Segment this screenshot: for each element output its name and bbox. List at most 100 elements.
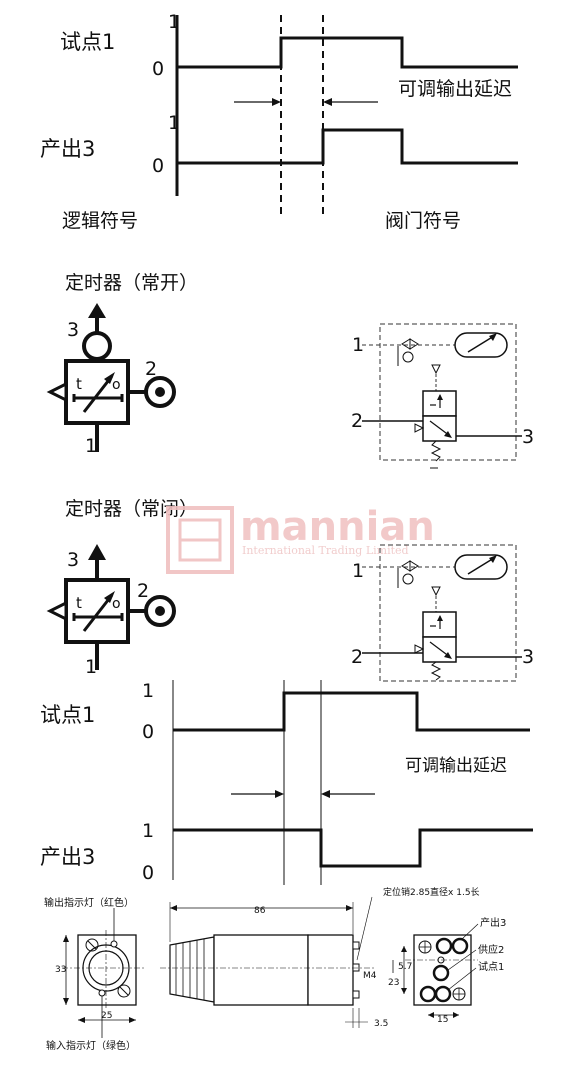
timer-no-valve-exhaust-port	[414, 423, 425, 433]
timer-no-valve-port-3: 3	[522, 426, 534, 448]
end-view-screw-top	[85, 938, 99, 952]
timer-no-valve-check-ball	[402, 351, 414, 363]
timer-nc-valve-reservoir	[454, 554, 508, 580]
port-out-3-icon	[435, 937, 453, 955]
timer-nc-valve-throttle-right	[409, 560, 419, 572]
timer-no-valve-reservoir-arrow	[467, 335, 495, 353]
timer-no-valve-port-1: 1	[352, 334, 364, 356]
timer-no-port-1-label: 1	[85, 435, 97, 457]
dim-width-arrow-left	[78, 1017, 85, 1023]
timer-nc-t-letter: t	[76, 594, 82, 612]
locating-pin-leader	[356, 896, 373, 961]
top-delay-arrowhead-right	[323, 98, 332, 106]
timer-no-valve-throttle-left	[401, 338, 411, 350]
dim-width-value: 25	[101, 1011, 112, 1021]
bottom-delay-arrowhead-left	[275, 790, 284, 798]
watermark-subtitle: International Trading Limited	[242, 544, 409, 557]
dim-port-spacing-value: 5.7	[398, 962, 412, 972]
timer-nc-valve-port-1: 1	[352, 560, 364, 582]
timer-nc-valve-port-2: 2	[351, 646, 363, 668]
bottom-input-waveform	[173, 691, 530, 732]
timer-no-valve-throttle-right	[409, 338, 419, 350]
dim-length-value: 86	[254, 906, 266, 916]
bottom-output-low-level: 0	[142, 862, 154, 884]
timer-no-adjust-arrow-icon	[82, 375, 114, 413]
dim-length-arrow-right	[346, 905, 353, 911]
top-input-waveform	[177, 36, 518, 69]
timer-no-valve-reservoir-arrowhead	[489, 333, 497, 341]
bottom-delay-arrowhead-right	[321, 790, 330, 798]
valve-symbol-label: 阀门符号	[385, 210, 461, 232]
timer-no-output-arrow-icon	[88, 303, 106, 318]
port-out-3-leader	[461, 923, 479, 940]
timer-no-valve-cell-bottom-arrow	[444, 431, 452, 438]
bottom-timing-diagram: 试点1 1 0 产出3 1 0 可调输出延迟	[40, 680, 533, 885]
watermark-logo-icon	[166, 506, 234, 574]
top-delay-label: 可调输出延迟	[398, 78, 512, 100]
dim-width-arrow-right	[129, 1017, 136, 1023]
timer-nc-valve-throttle-left	[401, 560, 411, 572]
timer-normally-open-section: 定时器（常开） t o 3 2 1 1	[46, 272, 534, 469]
output-led-icon	[110, 940, 118, 948]
timer-nc-valve-check-ball	[402, 573, 414, 585]
bottom-input-high-level: 1	[142, 680, 154, 702]
timer-no-title: 定时器（常开）	[65, 272, 198, 294]
timer-nc-adjust-arrow-icon	[82, 594, 114, 632]
top-input-label: 试点1	[60, 30, 115, 54]
timer-no-t-letter: t	[76, 375, 82, 393]
watermark-name: mannian	[240, 504, 435, 550]
input-led-icon	[98, 989, 106, 997]
dimension-drawing: 输出指示灯（红色） 输入指示灯（绿色） 定位销2.85直径x 1.5长 33	[44, 886, 506, 1052]
timer-no-pilot-triangle-icon	[46, 381, 68, 403]
dim-height-value: 33	[55, 965, 66, 975]
bottom-output-high-level: 1	[142, 820, 154, 842]
port-supply-2-icon	[432, 964, 450, 982]
bottom-delay-label: 可调输出延迟	[405, 756, 507, 776]
dim-port-height-arrow-bottom	[401, 988, 407, 994]
timer-normally-closed-section: 定时器（常闭） mannian International Trading Li…	[46, 498, 534, 682]
bottom-input-label: 试点1	[40, 703, 95, 727]
dim-height-arrow-bottom	[63, 998, 69, 1005]
timer-nc-valve-symbol: 1 2 3	[351, 544, 534, 682]
end-view-screw-top-slot	[87, 940, 97, 950]
timer-no-valve-outline	[379, 323, 517, 461]
end-view-screw-bottom-slot	[119, 986, 129, 996]
timer-nc-valve-spring-icon	[430, 661, 442, 681]
top-output-waveform	[177, 128, 518, 165]
timer-nc-title: 定时器（常闭）	[65, 498, 198, 520]
side-view-base	[307, 934, 354, 1006]
timer-no-valve-symbol: 1 2 3	[351, 323, 534, 469]
port-supply-2-label: 供应2	[478, 943, 504, 956]
timer-nc-valve-port-3: 3	[522, 646, 534, 668]
port-pilot-1-leader	[447, 967, 477, 991]
port-out-3-secondary-icon	[451, 937, 469, 955]
timer-nc-logic-symbol: t o 3 2 1	[46, 544, 176, 678]
timer-no-adjust-arrowhead	[104, 372, 115, 384]
dim-port-height-value: 23	[388, 978, 399, 988]
bottom-output-waveform	[173, 828, 533, 868]
timer-nc-port-2-label: 2	[137, 580, 149, 602]
timer-nc-valve-reservoir-arrowhead	[489, 555, 497, 563]
timer-nc-valve-outline	[379, 544, 517, 682]
dim-length-arrow-left	[170, 905, 177, 911]
top-output-label: 产出3	[40, 137, 95, 161]
end-view-screw-bottom	[117, 984, 131, 998]
port-face-body	[413, 934, 472, 1006]
bottom-output-label: 产出3	[40, 845, 95, 869]
timer-nc-port-3-label: 3	[67, 549, 79, 571]
dim-port-width-arrow-left	[428, 1012, 434, 1018]
side-view-fitting-mid	[352, 963, 360, 972]
port-out-3-label: 产出3	[480, 916, 506, 929]
timer-nc-valve-cell-top-arrow	[437, 615, 443, 621]
timer-no-port-3-label: 3	[67, 319, 79, 341]
side-view-fitting-bottom	[352, 990, 360, 999]
timer-no-valve-reservoir	[454, 332, 508, 358]
top-input-low-level: 0	[152, 58, 164, 80]
timer-no-valve-port-2: 2	[351, 410, 363, 432]
timer-no-valve-exhaust-triangle	[431, 364, 441, 375]
locating-pin-label: 定位销2.85直径x 1.5长	[383, 886, 480, 898]
timer-nc-valve-reservoir-arrow	[467, 557, 495, 575]
timer-nc-o-letter: o	[112, 596, 121, 612]
side-view: 86 M4 3.5	[160, 896, 388, 1029]
